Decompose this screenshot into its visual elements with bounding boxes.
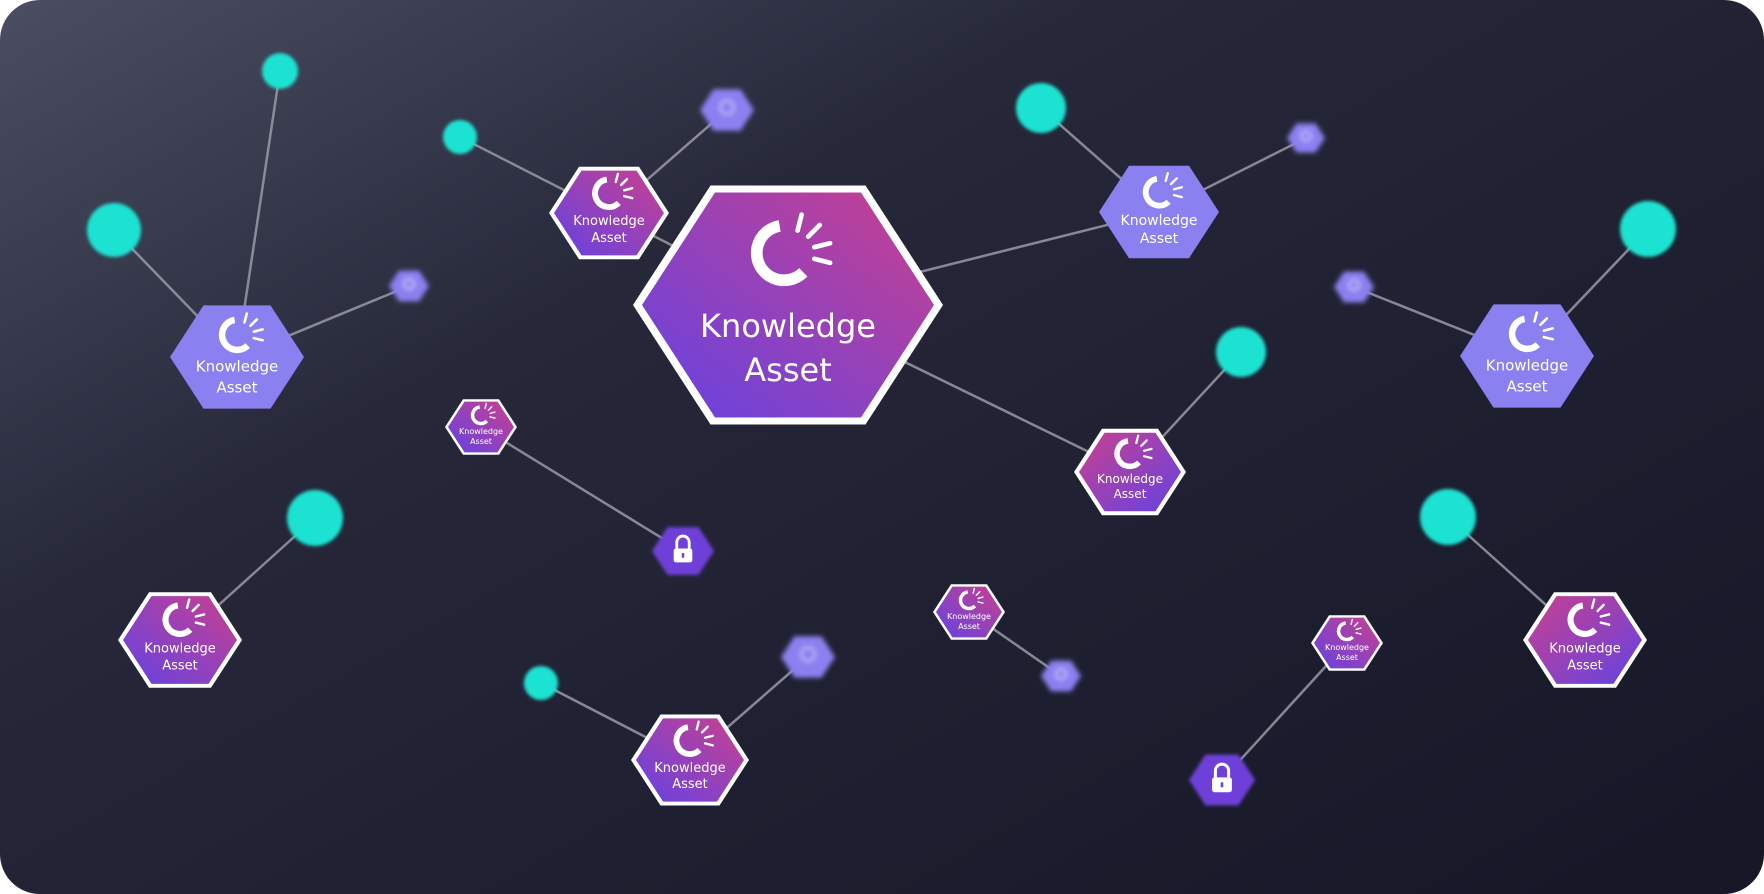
teal-node xyxy=(87,203,141,257)
lock-icon xyxy=(673,534,693,563)
origintrail-c-icon xyxy=(1508,311,1554,353)
node-label-line1: Knowledge xyxy=(1549,641,1620,656)
origintrail-c-icon xyxy=(162,598,206,637)
node-label-line1: Knowledge xyxy=(947,612,991,621)
node-label-line1: Knowledge xyxy=(573,214,644,229)
teal-node xyxy=(443,120,477,154)
blurred-asset-node xyxy=(1041,660,1081,692)
lock-icon xyxy=(1212,762,1232,793)
teal-node xyxy=(524,666,558,700)
teal-node xyxy=(1216,327,1266,377)
blurred-asset-node xyxy=(1287,123,1325,153)
teal-node xyxy=(1620,201,1676,257)
node-label-line1: Knowledge xyxy=(196,358,278,376)
blurred-asset-node xyxy=(389,270,429,302)
teal-node xyxy=(1016,83,1066,133)
node-label-line1: Knowledge xyxy=(459,427,503,436)
node-label-line2: Asset xyxy=(1114,487,1147,501)
node-label-line2: Asset xyxy=(591,231,627,246)
origintrail-c-icon xyxy=(673,720,714,757)
origintrail-c-icon xyxy=(218,312,264,354)
node-label-line2: Asset xyxy=(1567,658,1603,673)
node-label-line2: Asset xyxy=(216,379,257,397)
origintrail-c-icon xyxy=(592,172,634,210)
teal-node xyxy=(262,53,298,89)
edge xyxy=(480,425,684,553)
origintrail-c-icon xyxy=(1336,618,1362,642)
node-label-line1: Knowledge xyxy=(1097,472,1163,486)
node-label-line2: Asset xyxy=(958,622,980,631)
node-label-line2: Asset xyxy=(470,437,492,446)
node-label-line1: Knowledge xyxy=(1325,643,1369,652)
origintrail-c-icon xyxy=(958,587,984,611)
node-label-line2: Asset xyxy=(1140,231,1179,247)
node-label-line1: Knowledge xyxy=(654,761,725,776)
blurred-asset-node xyxy=(781,636,835,678)
node-label-line2: Asset xyxy=(162,658,198,673)
teal-node xyxy=(1420,489,1476,545)
teal-node xyxy=(287,490,343,546)
node-label-line1: Knowledge xyxy=(144,641,215,656)
origintrail-c-icon xyxy=(1114,434,1153,470)
origintrail-c-icon xyxy=(750,212,833,287)
locked-asset-node xyxy=(1189,754,1255,806)
origintrail-c-icon xyxy=(470,402,496,426)
nodes-layer: KnowledgeAssetKnowledgeAssetKnowledgeAss… xyxy=(87,53,1676,806)
node-label-line2: Asset xyxy=(1506,378,1547,396)
origintrail-c-icon xyxy=(1567,598,1611,637)
origintrail-c-icon xyxy=(1142,172,1184,209)
node-label-line2: Asset xyxy=(744,351,831,389)
locked-asset-node xyxy=(652,527,714,575)
node-label-line1: Knowledge xyxy=(700,307,876,345)
node-label-line2: Asset xyxy=(1336,653,1358,662)
node-label-line1: Knowledge xyxy=(1486,357,1568,375)
blurred-asset-node xyxy=(700,89,754,131)
node-label-line1: Knowledge xyxy=(1121,213,1198,229)
node-label-line2: Asset xyxy=(672,777,708,792)
blurred-asset-node xyxy=(1334,271,1374,303)
